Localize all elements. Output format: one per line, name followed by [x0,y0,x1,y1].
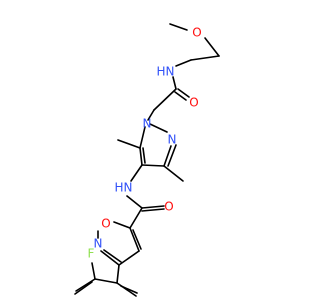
bond-c4-c5 [139,147,143,166]
bond-n2-c3 [163,145,172,167]
hydrogen-atom-amide-top: H [156,65,165,79]
nitrogen-atom-isoxazole: N [94,237,103,251]
bond-phenyl-c1-c2 [94,278,118,284]
nitrogen-atom-amide-top: N [166,65,175,79]
bond-o-ch2 [204,37,220,57]
bond-c5-o [113,221,131,229]
bond-c3-methyl [163,165,184,182]
bond-nh-c [126,195,143,209]
bond-ch2-n [175,59,192,67]
bond-ch2-pyrazole-n [147,109,155,121]
bond-c-isoxazole [129,207,143,229]
bond-c4-nh [130,164,143,182]
bond-layer [74,23,220,297]
bond-ch2-ch2 [190,55,220,61]
nitrogen-atom-pyrazole-2: N [168,133,177,147]
bond-phenyl-c2-c3-double [74,281,93,295]
bond-n1-c5 [139,126,146,149]
bond-n2-c3-double [167,144,177,167]
bond-c-o-1 [141,205,165,209]
bond-n-carbonyl-c [172,76,177,90]
nitrogen-atom-amide-middle: N [124,181,133,195]
bond-carbonyl-co-1 [177,88,190,98]
bond-c3-c4 [141,164,165,167]
fluorine-atom: F [88,247,95,261]
bond-carbonyl-c-ch2 [153,88,177,111]
oxygen-atom-isoxazole: O [101,217,110,231]
bond-c5-methyl [117,139,141,149]
bond-carbonyl-co-2 [174,91,187,101]
hydrogen-atom-amide-middle: H [114,181,123,195]
bond-methyl-o [169,23,188,31]
nitrogen-atom-pyrazole-1: N [143,117,152,131]
bond-c3-n-double [103,249,122,263]
oxygen-atom-carbonyl-middle: O [164,200,173,214]
bond-phenyl-c2-c3 [75,278,96,292]
bond-c-o-2 [141,208,165,212]
bond-c3-phenyl [116,264,120,284]
bond-n1-n2 [149,123,168,133]
bond-phenyl-c2-f [91,262,96,280]
oxygen-atom-carbonyl-top: O [189,96,198,110]
bond-c4-c5-double [142,147,146,164]
oxygen-atom-methoxy: O [192,26,201,40]
bond-c5-c4-double [132,229,142,250]
bond-c4-c3 [118,250,140,266]
bond-c5-c4 [129,227,140,252]
bond-phenyl-inner [120,285,138,294]
bond-c3-n [100,250,120,266]
bond-phenyl-c1-c6 [116,282,137,297]
